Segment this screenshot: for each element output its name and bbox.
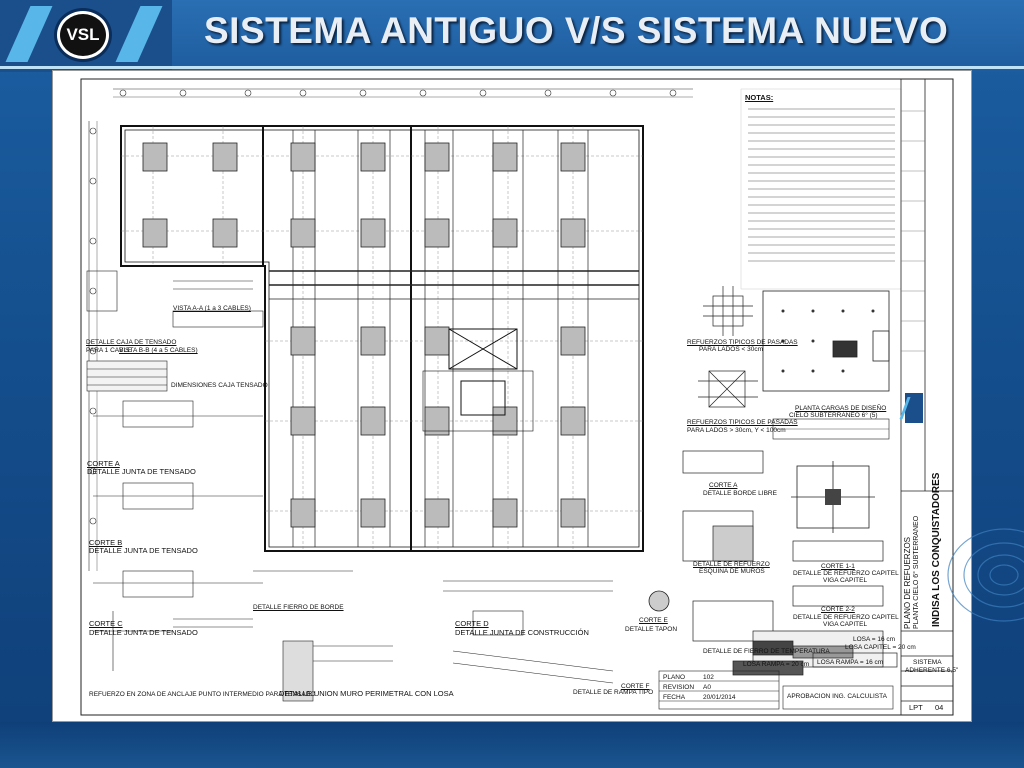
- label-para-1-cable: PARA 1 CABLE: [86, 347, 132, 354]
- label-corte-e: CORTE E: [639, 617, 668, 624]
- label-detalle-junta-c: DETALLE JUNTA DE TENSADO: [89, 628, 198, 637]
- label-sheet-no: 04: [935, 703, 944, 712]
- title-plano-refuerzos: PLANO DE REFUERZOS: [903, 536, 912, 629]
- label-detalle-capitel-1: DETALLE DE REFUERZO CAPITEL: [793, 570, 899, 577]
- label-planta-cargas: PLANTA CARGAS DE DISEÑO: [795, 405, 887, 412]
- label-detalle-rampa: DETALLE DE RAMPA TIPO: [573, 689, 654, 696]
- label-detalle-temperatura: DETALLE DE FIERRO DE TEMPERATURA: [703, 648, 830, 655]
- label-vista-aa: VISTA A-A (1 a 3 CABLES): [173, 305, 251, 312]
- label-losa-capitel: LOSA CAPITEL = 20 cm: [845, 644, 916, 651]
- label-corte-a: CORTE A: [87, 459, 120, 468]
- label-fecha-val: 20/01/2014: [703, 694, 736, 701]
- label-fecha: FECHA: [663, 694, 686, 701]
- label-vista-bb: VISTA B-B (4 a 5 CABLES): [119, 347, 198, 354]
- label-corte-c: CORTE C: [89, 619, 123, 628]
- label-losa-rampa-1: LOSA RAMPA = 20 cm: [743, 661, 810, 668]
- label-para-lados-2: PARA LADOS > 30cm, Y < 100cm: [687, 427, 786, 434]
- label-corte-2: CORTE 2-2: [821, 606, 855, 613]
- label-corte-f: CORTE F: [621, 683, 650, 690]
- label-revision-val: A0: [703, 684, 711, 691]
- label-corte-a2: CORTE A: [709, 482, 738, 489]
- label-refuerzo-anclaje: REFUERZO EN ZONA DE ANCLAJE PUNTO INTERM…: [89, 691, 316, 698]
- structural-drawing: DETALLE CAJA DE TENSADO PARA 1 CABLE VIS…: [52, 70, 972, 722]
- label-adherente: ADHERENTE 6,5": [905, 667, 959, 674]
- label-refuerzos-pasadas-2: REFUERZOS TIPICOS DE PASADAS: [687, 419, 798, 426]
- vsl-logo: VSL: [0, 0, 172, 72]
- slide-header: VSL SISTEMA ANTIGUO V/S SISTEMA NUEVO: [0, 0, 1024, 72]
- label-para-lados-1: PARA LADOS < 30cm: [699, 346, 764, 353]
- notes-title: NOTAS:: [745, 93, 774, 102]
- label-lpt: LPT: [909, 703, 923, 712]
- drawing-linework: [80, 78, 954, 716]
- label-dimensiones-caja: DIMENSIONES CAJA TENSADO: [171, 382, 268, 389]
- water-ripple-decoration: [947, 528, 1024, 622]
- label-detalle-borde-libre: DETALLE BORDE LIBRE: [703, 490, 777, 497]
- label-detalle-junta-construccion: DETALLE JUNTA DE CONSTRUCCIÓN: [455, 628, 589, 637]
- slide-title: SISTEMA ANTIGUO V/S SISTEMA NUEVO: [204, 10, 949, 51]
- logo-stripe: [115, 6, 163, 62]
- label-losa-1: LOSA = 16 cm: [853, 636, 896, 643]
- label-viga-capitel-2: VIGA CAPITEL: [823, 621, 868, 628]
- label-detalle-capitel-2: DETALLE DE REFUERZO CAPITEL: [793, 614, 899, 621]
- label-aprobacion: APROBACION ING. CALCULISTA: [787, 693, 887, 700]
- label-detalle-caja: DETALLE CAJA DE TENSADO: [86, 339, 177, 346]
- title-planta-cielo: PLANTA CIELO 6° SUBTERRANEO: [913, 515, 920, 629]
- header-divider: [0, 66, 1024, 69]
- logo-text: VSL: [60, 14, 106, 56]
- label-detalle-junta-a: DETALLE JUNTA DE TENSADO: [87, 467, 196, 476]
- label-refuerzos-pasadas-1: REFUERZOS TIPICOS DE PASADAS: [687, 339, 798, 346]
- label-corte-d: CORTE D: [455, 619, 489, 628]
- logo-stripe: [5, 6, 53, 62]
- label-sistema: SISTEMA: [913, 659, 942, 666]
- label-detalle-refuerzo-muros: DETALLE DE REFUERZO: [693, 561, 770, 568]
- logo-emblem: VSL: [54, 8, 112, 62]
- label-cielo-subterraneo: CIELO SUBTERRANEO 6° (5): [789, 412, 878, 419]
- label-detalle-union-muro: DETALLE UNION MURO PERIMETRAL CON LOSA: [279, 689, 454, 698]
- label-corte-b: CORTE B: [89, 538, 123, 547]
- slide-footer-band: [0, 722, 1024, 768]
- label-detalle-junta-b: DETALLE JUNTA DE TENSADO: [89, 546, 198, 555]
- label-esquina-muros: ESQUINA DE MUROS: [699, 568, 765, 575]
- label-detalle-tapon: DETALLE TAPON: [625, 626, 678, 633]
- label-viga-capitel-1: VIGA CAPITEL: [823, 577, 868, 584]
- label-revision: REVISION: [663, 684, 695, 691]
- label-plano: PLANO: [663, 674, 686, 681]
- label-detalle-fierro-borde: DETALLE FIERRO DE BORDE: [253, 604, 344, 611]
- label-corte-1: CORTE 1-1: [821, 563, 855, 570]
- label-losa-rampa-2: LOSA RAMPA = 16 cm: [817, 659, 884, 666]
- label-plano-val: 102: [703, 674, 714, 681]
